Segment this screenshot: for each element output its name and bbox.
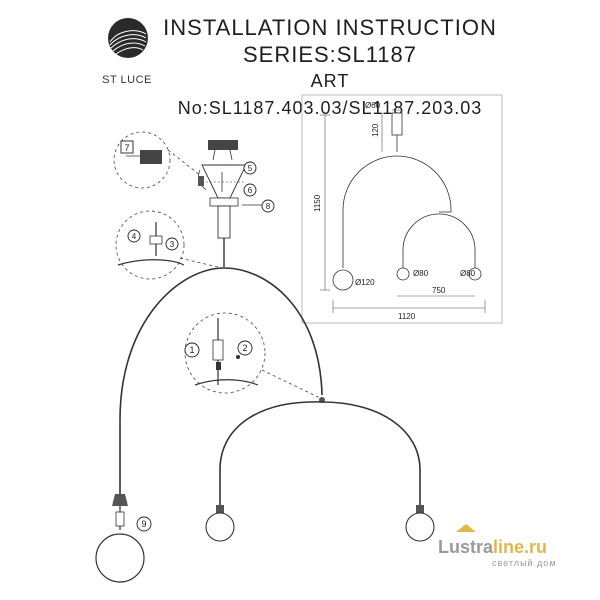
brand-logo: ST LUCE [96, 16, 156, 94]
dim-inner-width: 750 [432, 286, 446, 295]
watermark-name: Lustraline.ru [438, 537, 547, 557]
step-badges: 7 5 6 8 4 3 1 2 [120, 140, 275, 532]
bulb-socket-detail [115, 511, 125, 527]
step-badge-1: 1 [184, 342, 200, 358]
svg-text:9: 9 [141, 519, 146, 529]
step-badge-6: 6 [243, 183, 257, 197]
step-badge-2: 2 [237, 340, 253, 356]
mid-joint-detail [194, 318, 259, 386]
document-title: INSTALLATION INSTRUCTION SERIES:SL1187 A… [160, 14, 500, 122]
title-line-article: ART No:SL1187.403.03/SL1187.203.03 [177, 71, 483, 118]
svg-text:7: 7 [124, 143, 129, 153]
logo-swirl-icon [108, 18, 148, 58]
step-badge-3: 3 [165, 237, 179, 251]
detail-callouts [113, 131, 321, 399]
step-badge-4: 4 [127, 229, 141, 243]
svg-text:5: 5 [248, 164, 253, 173]
svg-text:4: 4 [132, 232, 137, 241]
step-badge-9: 9 [136, 516, 152, 532]
dim-canopy-diameter: Ø60 [365, 101, 381, 110]
dim-globe-small-right: Ø80 [460, 269, 476, 278]
step-badge-5: 5 [243, 161, 257, 175]
watermark-subtitle: светлый дом [492, 558, 557, 568]
terminal-block-detail [126, 150, 162, 164]
dim-drop-height: 120 [371, 123, 380, 137]
dim-globe-large: Ø120 [355, 278, 375, 287]
svg-text:2: 2 [242, 343, 247, 353]
title-line-series: SERIES:SL1187 [242, 42, 418, 67]
step-badge-7: 7 [120, 140, 134, 154]
svg-text:1: 1 [189, 345, 194, 355]
logo-text: ST LUCE [102, 74, 152, 86]
svg-text:8: 8 [266, 202, 271, 211]
watermark: Lustraline.ru светлый дом [438, 524, 557, 568]
dim-total-width: 1120 [398, 312, 416, 321]
dimension-panel: Ø60 120 1150 Ø120 Ø80 Ø80 750 1120 [301, 94, 503, 324]
title-line-instruction: INSTALLATION INSTRUCTION [163, 15, 497, 40]
dim-total-height: 1150 [313, 194, 322, 212]
arch-joint-detail [117, 222, 185, 266]
step-badge-8: 8 [261, 199, 275, 213]
fixture-drawing [95, 140, 435, 583]
svg-text:3: 3 [170, 240, 175, 249]
dim-globe-small-left: Ø80 [413, 269, 429, 278]
svg-text:6: 6 [248, 186, 253, 195]
